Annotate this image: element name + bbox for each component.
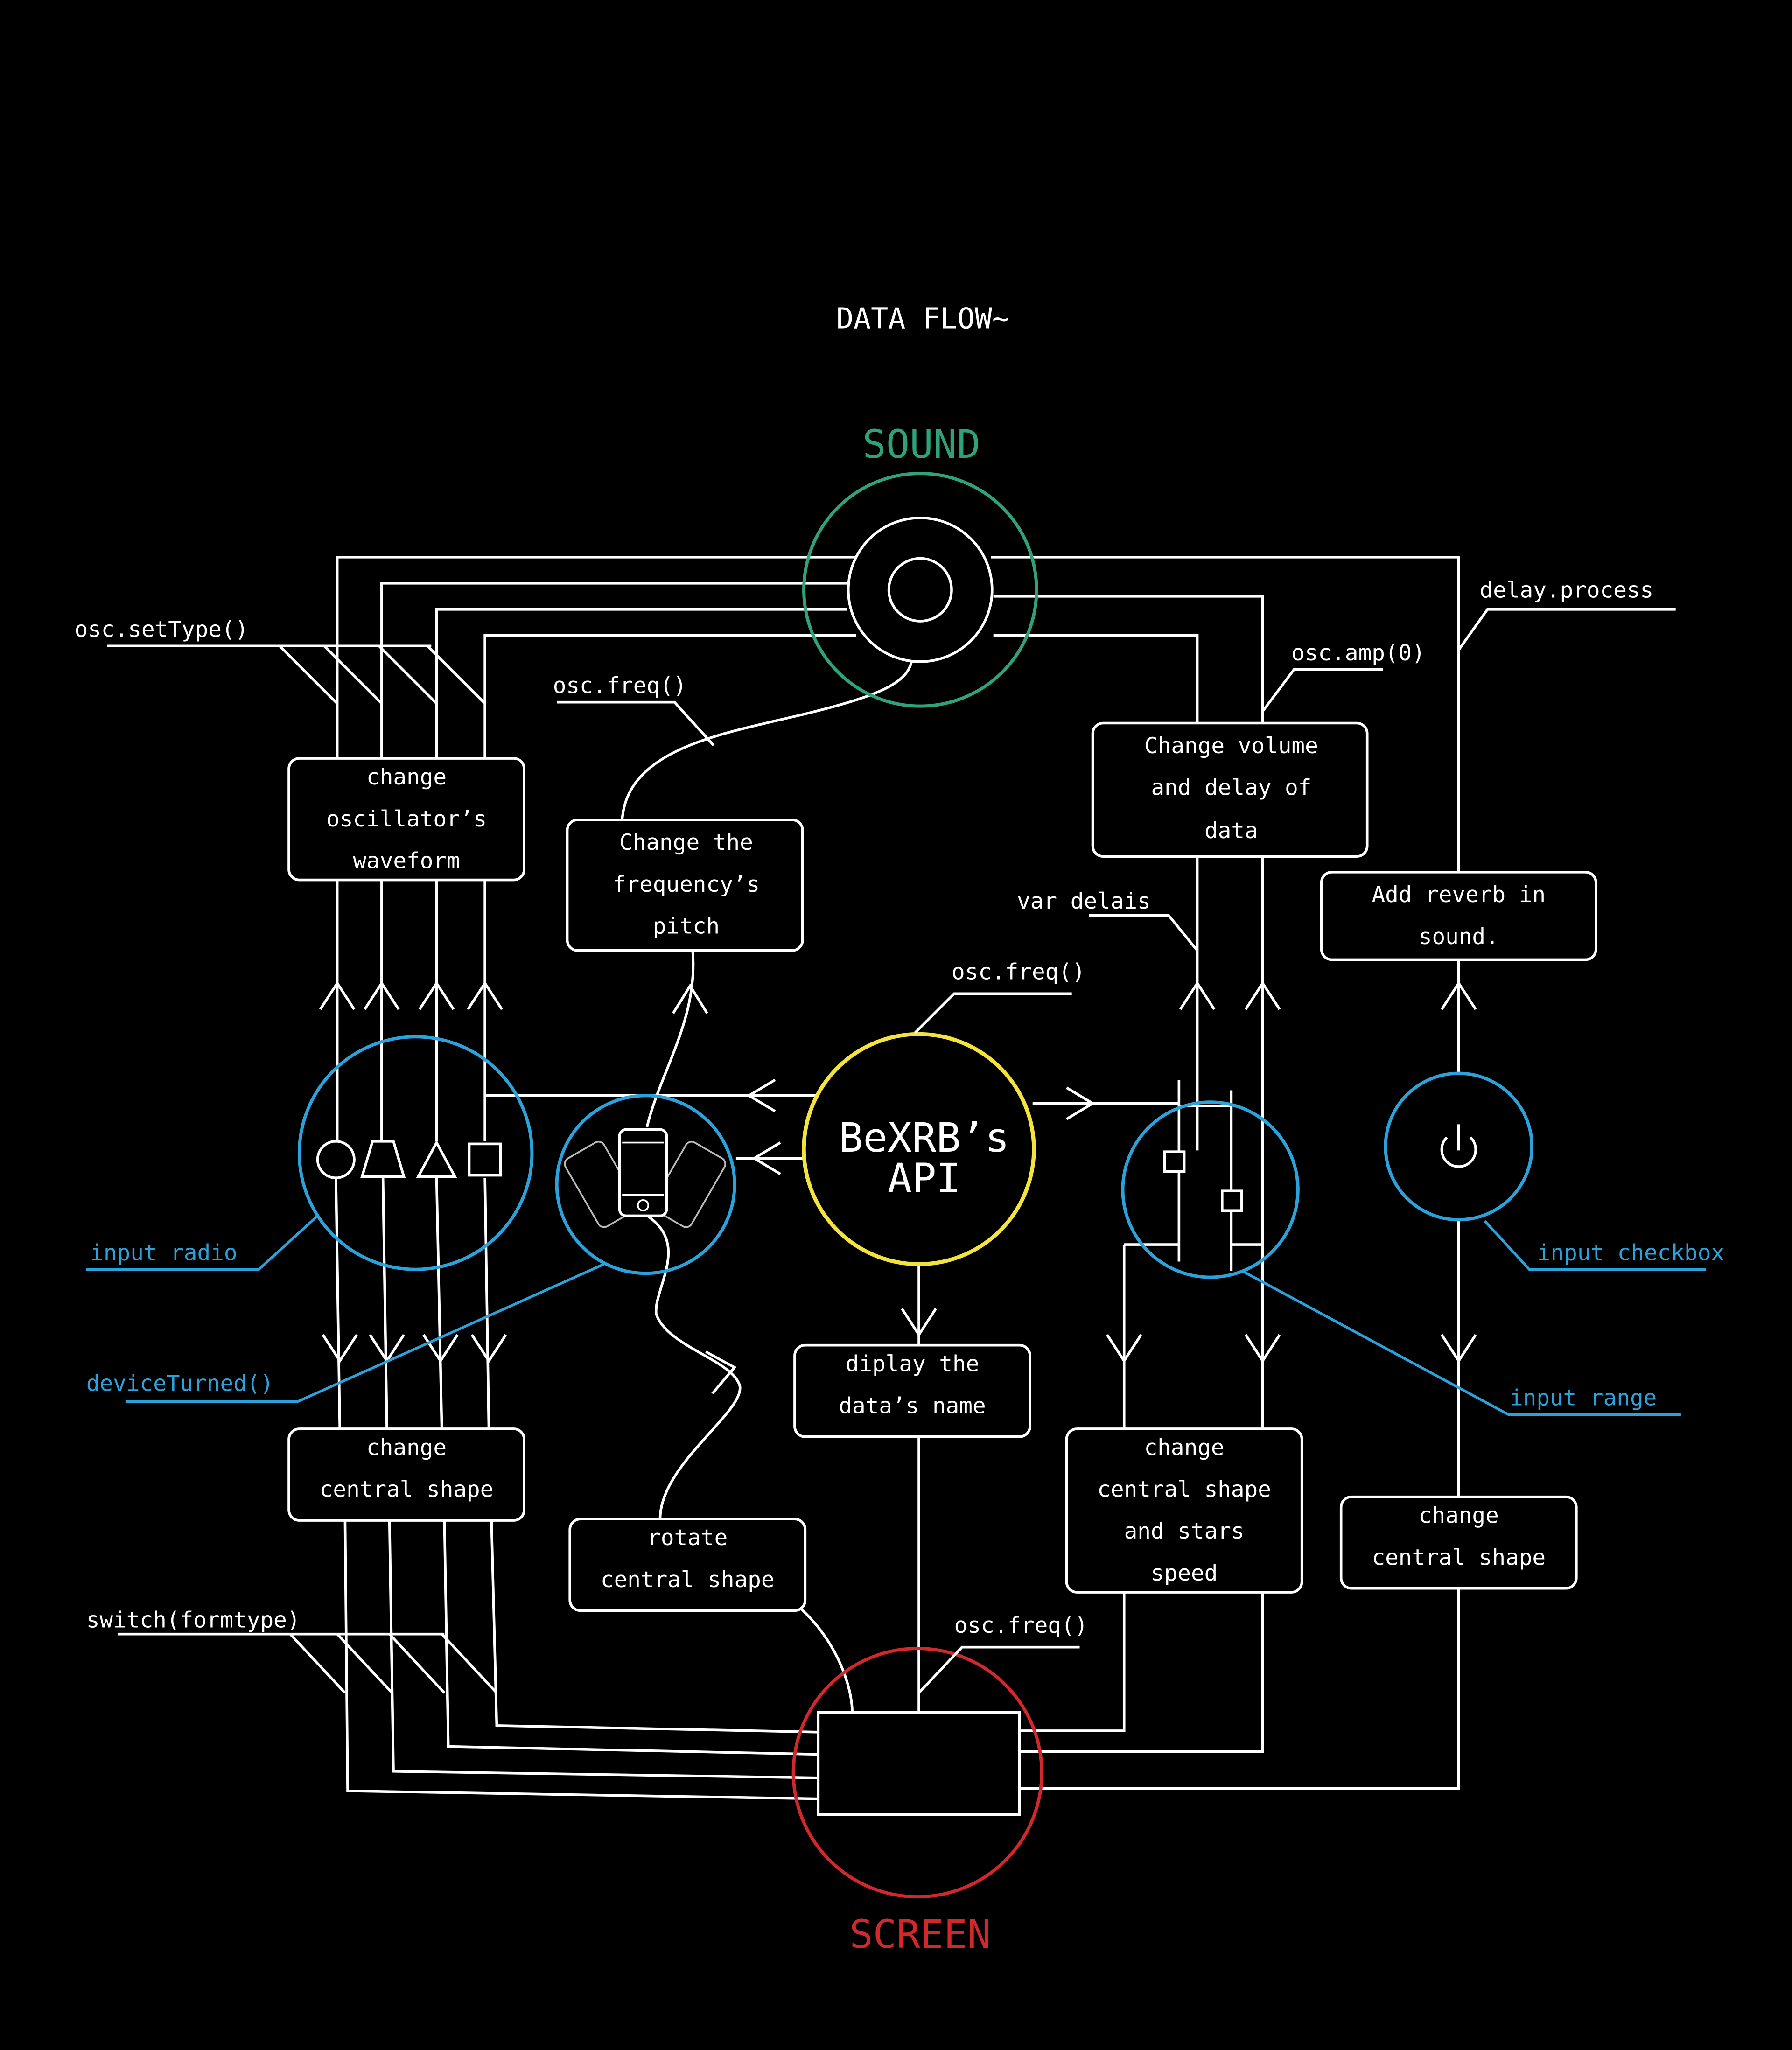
label-osc-settype: osc.setType() bbox=[75, 617, 249, 643]
arrow-down bbox=[705, 1350, 737, 1395]
trapezoid-shape-icon bbox=[360, 1140, 406, 1178]
arrow-left bbox=[751, 1141, 781, 1175]
input-range-node bbox=[1121, 1100, 1300, 1279]
speaker-cone-icon bbox=[887, 557, 953, 623]
box-label: change bbox=[1144, 1435, 1225, 1461]
arrow-up bbox=[319, 980, 356, 1010]
box-change-oscillator-waveform bbox=[287, 757, 525, 882]
square-shape-icon bbox=[468, 1142, 502, 1177]
label-device-turned: deviceTurned() bbox=[86, 1371, 273, 1397]
box-label: diplay the bbox=[846, 1351, 980, 1377]
box-label: change bbox=[1419, 1503, 1499, 1529]
input-radio-node bbox=[297, 1035, 534, 1271]
device-turned-circle bbox=[555, 1094, 736, 1275]
arrow-up bbox=[672, 983, 708, 1014]
label-var-delais: var delais bbox=[1017, 889, 1151, 914]
arrow-down bbox=[1244, 1334, 1281, 1364]
code-label-leaders bbox=[107, 608, 1676, 1694]
arrow-up bbox=[418, 980, 455, 1010]
arrowheads bbox=[319, 980, 1477, 1395]
box-label: data’s name bbox=[839, 1393, 986, 1419]
arrow-up bbox=[364, 980, 400, 1010]
arrow-up bbox=[1179, 980, 1216, 1010]
arrow-up bbox=[1441, 980, 1477, 1010]
sound-label: SOUND bbox=[862, 421, 980, 467]
arrow-down bbox=[470, 1334, 507, 1364]
screen-label: SCREEN bbox=[849, 1911, 991, 1957]
box-label: Add reverb in bbox=[1372, 882, 1546, 908]
box-change-central-shape-stars bbox=[1065, 1427, 1303, 1594]
box-label: pitch bbox=[653, 913, 720, 939]
range-slider-icon bbox=[1221, 1189, 1243, 1212]
range-slider-icon bbox=[1163, 1150, 1186, 1173]
box-label: central shape bbox=[320, 1477, 494, 1503]
power-icon bbox=[1440, 1136, 1477, 1168]
box-label: Change the bbox=[619, 830, 753, 855]
input-radio-circle bbox=[297, 1035, 534, 1271]
box-label: and delay of bbox=[1151, 775, 1311, 801]
box-label: oscillator’s bbox=[326, 806, 487, 832]
label-input-radio: input radio bbox=[90, 1240, 237, 1266]
arrow-right bbox=[1066, 1086, 1095, 1120]
arrow-down bbox=[901, 1308, 937, 1337]
label-osc-freq-bottom: osc.freq() bbox=[954, 1613, 1088, 1638]
box-label: central shape bbox=[1372, 1545, 1546, 1570]
box-rotate-central-shape bbox=[568, 1518, 807, 1612]
box-label: speed bbox=[1151, 1560, 1218, 1586]
box-label: central shape bbox=[601, 1567, 775, 1593]
arrow-left bbox=[746, 1078, 776, 1112]
api-circle bbox=[802, 1032, 1036, 1266]
input-label-leaders bbox=[86, 1215, 1706, 1416]
box-change-central-shape-left bbox=[287, 1427, 525, 1522]
circle-shape-icon bbox=[316, 1140, 356, 1180]
box-label: waveform bbox=[353, 848, 460, 874]
arrow-up bbox=[1244, 980, 1281, 1010]
sound-outer-ring bbox=[802, 472, 1038, 708]
box-label: rotate bbox=[647, 1525, 728, 1551]
device-turned-node bbox=[555, 1094, 736, 1275]
label-osc-amp: osc.amp(0) bbox=[1291, 640, 1425, 666]
label-input-checkbox: input checkbox bbox=[1537, 1240, 1724, 1266]
phone-rotation-icon bbox=[564, 1128, 727, 1228]
label-osc-freq-top: osc.freq() bbox=[553, 673, 687, 699]
api-node: BeXRB’s API bbox=[802, 1032, 1036, 1266]
api-label-line2: API bbox=[888, 1155, 961, 1202]
arrow-up bbox=[467, 980, 503, 1010]
box-label: and stars bbox=[1124, 1518, 1245, 1544]
triangle-shape-icon bbox=[416, 1140, 457, 1178]
diagram-title: DATA FLOW~ bbox=[836, 302, 1009, 336]
arrow-down bbox=[322, 1334, 358, 1364]
api-label-line1: BeXRB’s bbox=[839, 1114, 1009, 1161]
box-change-central-shape-right bbox=[1339, 1495, 1578, 1590]
box-label: change bbox=[366, 1435, 447, 1461]
box-label: data bbox=[1204, 818, 1258, 844]
label-input-range: input range bbox=[1510, 1385, 1657, 1411]
box-display-data-name bbox=[793, 1343, 1031, 1438]
box-change-frequency-pitch bbox=[566, 818, 804, 952]
screen-display-icon bbox=[817, 1711, 1021, 1816]
box-label: Change volume bbox=[1144, 733, 1318, 759]
input-range-circle bbox=[1121, 1100, 1300, 1279]
speaker-icon bbox=[847, 516, 994, 663]
box-change-volume-delay bbox=[1091, 721, 1369, 858]
box-label: change bbox=[366, 764, 447, 790]
box-label: frequency’s bbox=[613, 872, 760, 897]
arrow-down bbox=[1106, 1334, 1142, 1364]
box-label: central shape bbox=[1097, 1477, 1271, 1503]
input-checkbox-node bbox=[1384, 1071, 1534, 1222]
box-add-reverb bbox=[1320, 870, 1597, 961]
label-switch-formtype: switch(formtype) bbox=[86, 1608, 301, 1633]
arrow-down bbox=[1441, 1334, 1477, 1364]
sound-node: SOUND bbox=[802, 421, 1038, 708]
label-delay-process: delay.process bbox=[1480, 578, 1654, 603]
input-checkbox-circle bbox=[1384, 1071, 1534, 1222]
label-osc-freq-mid: osc.freq() bbox=[952, 959, 1085, 985]
screen-node: SCREEN bbox=[791, 1647, 1043, 1957]
box-label: sound. bbox=[1419, 924, 1499, 950]
screen-circle bbox=[791, 1647, 1043, 1899]
